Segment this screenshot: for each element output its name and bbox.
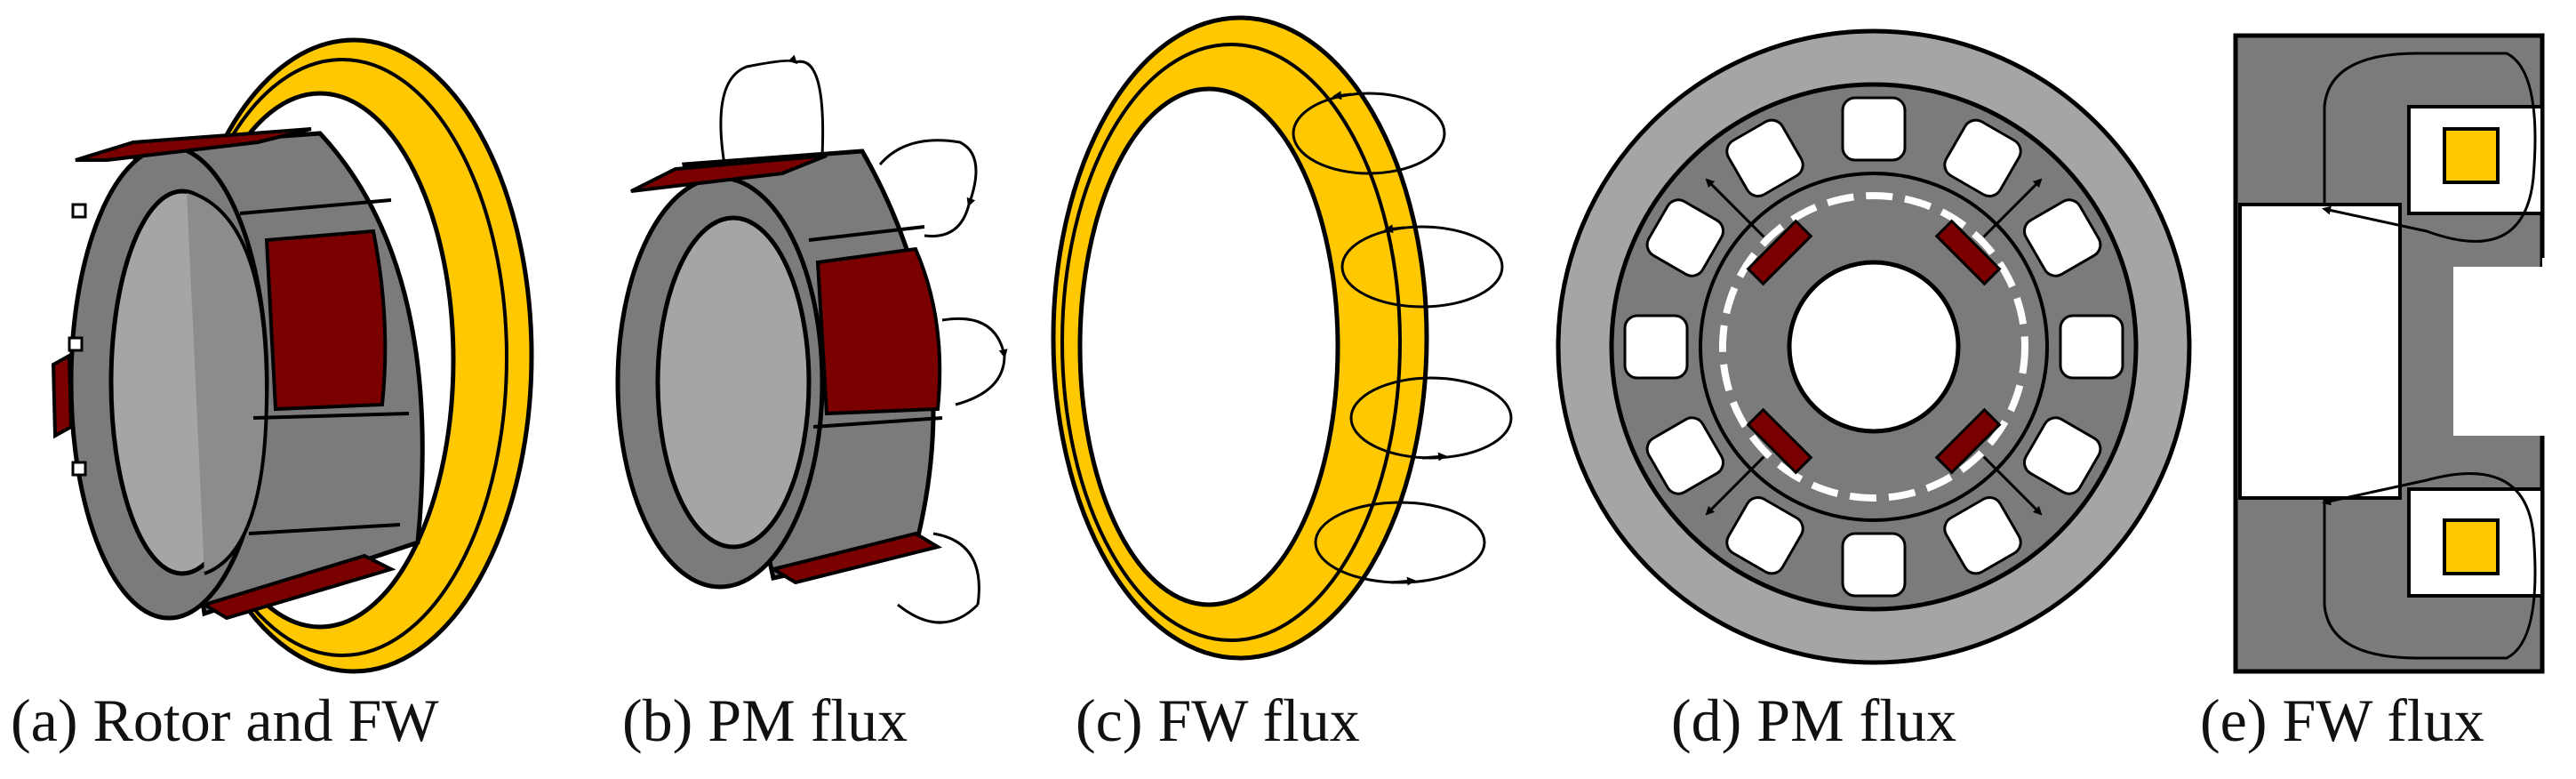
flux-arrow [1705, 178, 1765, 238]
rotor-magnet [1934, 407, 2002, 475]
stator-slot [1623, 314, 1689, 380]
stator-slot [1725, 495, 1804, 575]
stator-slots [1623, 96, 2124, 598]
stator-slot [1645, 198, 1725, 277]
stator-slot [1841, 96, 1907, 162]
stator-slot [1645, 416, 1725, 495]
panel-b-pm-flux [615, 54, 1008, 624]
stator-slot [2059, 314, 2124, 380]
stator-slot [1725, 118, 1804, 198]
stator-slot [1943, 118, 2022, 198]
flux-path-arrows [719, 54, 1008, 624]
rotor-magnet [1746, 407, 1813, 475]
panel-c-fw-flux [1051, 15, 1513, 661]
permanent-magnets [51, 127, 396, 621]
permanent-magnets [630, 154, 943, 585]
flux-arrow [1982, 455, 2043, 516]
caption-panel-d: (d) PM flux [1671, 687, 1957, 754]
stator-slot [2022, 416, 2102, 495]
flux-arrow [1982, 178, 2043, 238]
winding-slot-top [2407, 105, 2544, 215]
stator-slot [1943, 495, 2022, 575]
flux-path-arrows [1705, 178, 2043, 516]
rotor-magnet [1746, 219, 1813, 286]
stator-slot [2022, 198, 2102, 277]
caption-panel-a: (a) Rotor and FW [11, 687, 439, 754]
rotor-magnets [1746, 219, 2002, 475]
stator-slot [1841, 532, 1907, 598]
rotor-magnet [1934, 219, 2002, 286]
winding-slot-bottom [2407, 487, 2544, 598]
field-winding-ring [1051, 15, 1429, 661]
flux-loop-arrows [1292, 91, 1513, 586]
panel-e-fw-flux [2233, 33, 2560, 674]
caption-panel-c: (c) FW flux [1076, 687, 1360, 754]
panel-a-rotor-and-fw [51, 37, 534, 674]
panel-d-pm-flux [1556, 28, 2192, 665]
flux-path-arrows [2322, 52, 2537, 660]
caption-panel-b: (b) PM flux [622, 687, 908, 754]
caption-panel-e: (e) FW flux [2200, 687, 2484, 754]
flux-arrow [1705, 455, 1765, 516]
